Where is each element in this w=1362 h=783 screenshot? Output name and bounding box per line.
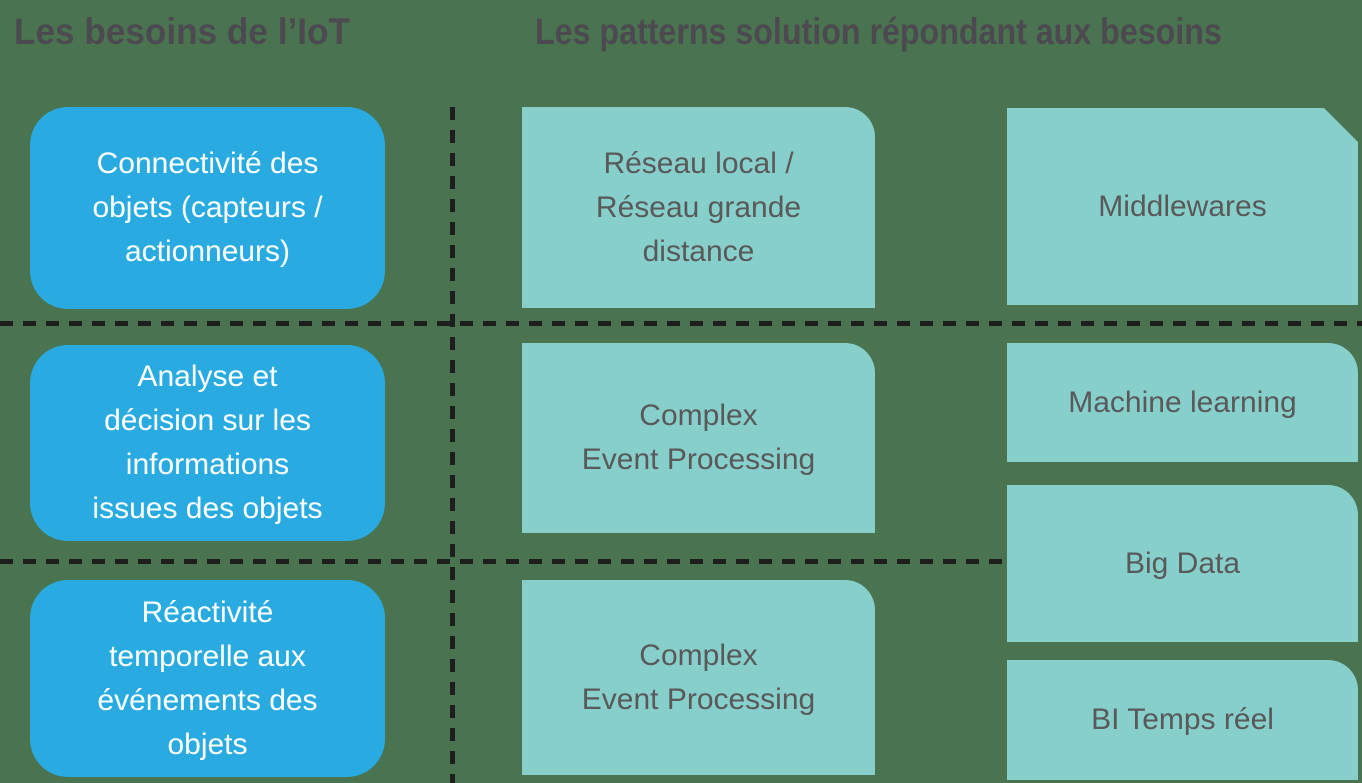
need-box-label: Connectivité des objets (capteurs / acti… [92,147,323,268]
pattern-box-label: Complex Event Processing [581,638,816,716]
horizontal-dashed-divider-bottom [0,559,1006,564]
need-box-label: Analyse et décision sur les informations… [92,360,323,525]
pattern-box-reseau: Réseau local / Réseau grande distance [522,107,875,308]
needs-column-title: Les besoins de l’IoT [14,11,350,52]
need-box-analyse: Analyse et décision sur les informations… [30,345,385,541]
vertical-dashed-divider [450,107,455,783]
pattern-box-cep-2: Complex Event Processing [522,580,875,775]
patterns-column-title: Les patterns solution répondant aux beso… [535,11,1222,52]
solution-box-label: Machine learning [1068,385,1297,419]
pattern-box-label: Réseau local / Réseau grande distance [595,146,802,268]
pattern-box-label: Complex Event Processing [581,399,816,476]
solution-box-label: Big Data [1124,546,1241,580]
solution-box-label: BI Temps réel [1091,703,1274,736]
solution-box-machine-learning: Machine learning [1007,343,1358,462]
need-box-reactivite: Réactivité temporelle aux événements des… [30,580,385,777]
horizontal-dashed-divider-top [0,321,1362,326]
pattern-box-cep-1: Complex Event Processing [522,343,875,533]
need-box-label: Réactivité temporelle aux événements des… [97,595,318,761]
solution-box-bi-temps-reel: BI Temps réel [1007,660,1358,780]
solution-box-label: Middlewares [1098,189,1267,223]
solution-box-big-data: Big Data [1007,485,1358,642]
need-box-connectivite: Connectivité des objets (capteurs / acti… [30,107,385,309]
solution-box-middlewares: Middlewares [1007,108,1358,305]
